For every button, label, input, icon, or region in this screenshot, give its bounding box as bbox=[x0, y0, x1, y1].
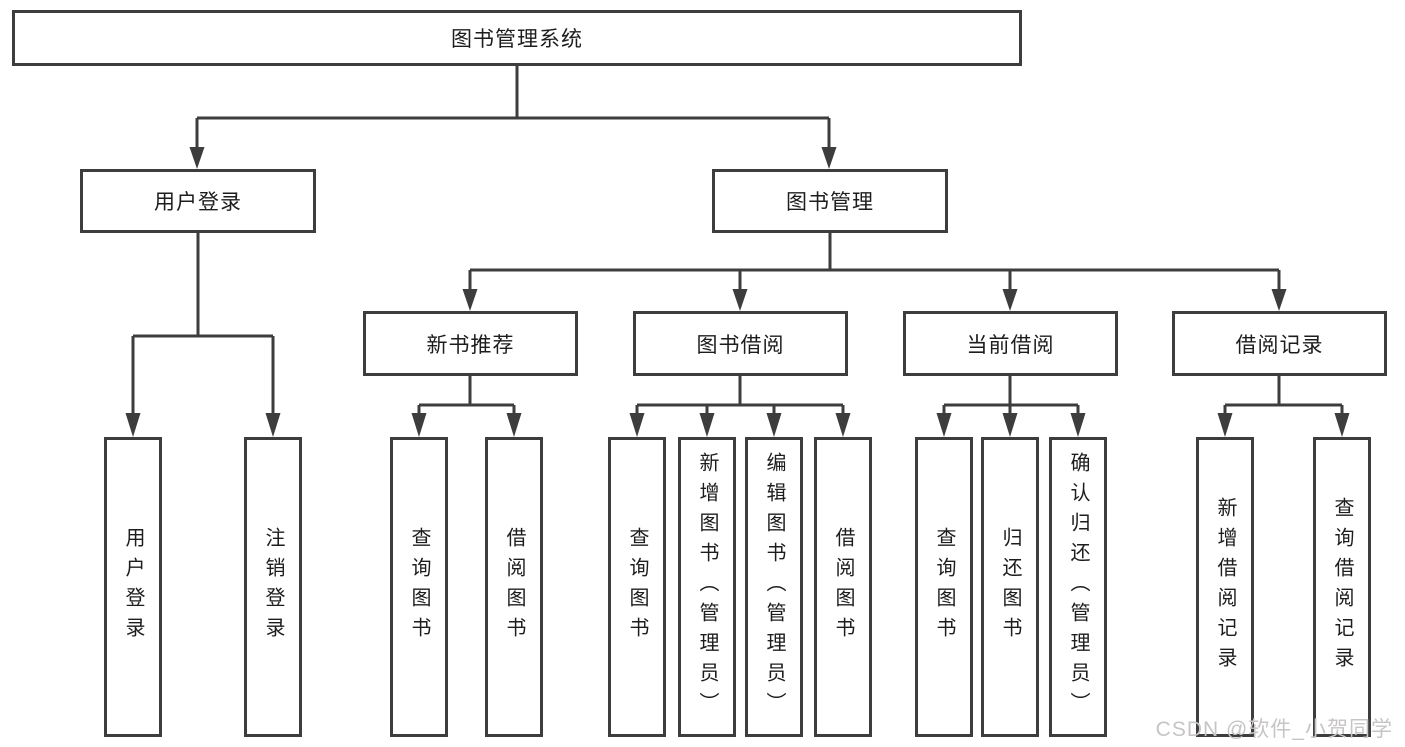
node-borrow-records: 借阅记录 bbox=[1172, 311, 1387, 376]
node-new-book-recommend: 新书推荐 bbox=[363, 311, 578, 376]
edge-userlogin-to-leaves bbox=[131, 233, 275, 415]
leaf-logout-label: 注销登录 bbox=[262, 527, 284, 647]
node-book-management-label: 图书管理 bbox=[786, 191, 874, 214]
leaf-user-login: 用户登录 bbox=[104, 437, 162, 737]
node-book-management: 图书管理 bbox=[712, 169, 948, 233]
leaf-return-books: 归还图书 bbox=[981, 437, 1039, 737]
node-current-borrow: 当前借阅 bbox=[903, 311, 1118, 376]
node-book-borrow-label: 图书借阅 bbox=[696, 333, 785, 357]
leaf-query-books-recommend-label: 查询图书 bbox=[408, 527, 430, 647]
node-root-label: 图书管理系统 bbox=[451, 28, 583, 51]
leaf-query-borrow-record-label: 查询借阅记录 bbox=[1331, 497, 1353, 677]
edge-root-to-level2 bbox=[195, 66, 831, 149]
leaf-query-borrow-record: 查询借阅记录 bbox=[1313, 437, 1371, 737]
node-borrow-records-label: 借阅记录 bbox=[1235, 333, 1324, 357]
leaf-confirm-return-admin-label: 确认归还（管理员） bbox=[1067, 452, 1089, 722]
node-user-login-label: 用户登录 bbox=[154, 191, 242, 214]
leaf-edit-books-admin: 编辑图书（管理员） bbox=[745, 437, 803, 737]
leaf-query-books-current-label: 查询图书 bbox=[933, 527, 955, 647]
node-root-system: 图书管理系统 bbox=[12, 10, 1022, 66]
arrowheads bbox=[125, 147, 1350, 437]
edge-records-to-leaves bbox=[1223, 376, 1344, 415]
leaf-add-books-admin: 新增图书（管理员） bbox=[678, 437, 736, 737]
leaf-borrow-books-recommend: 借阅图书 bbox=[485, 437, 543, 737]
edge-current-to-leaves bbox=[942, 376, 1080, 415]
leaf-add-books-admin-label: 新增图书（管理员） bbox=[696, 452, 718, 722]
leaf-borrow-books: 借阅图书 bbox=[814, 437, 872, 737]
edge-bookmgmt-to-level3 bbox=[468, 233, 1281, 291]
node-new-book-recommend-label: 新书推荐 bbox=[426, 333, 515, 357]
leaf-query-books-recommend: 查询图书 bbox=[390, 437, 448, 737]
node-current-borrow-label: 当前借阅 bbox=[966, 333, 1055, 357]
leaf-query-books-borrow: 查询图书 bbox=[608, 437, 666, 737]
leaf-add-borrow-record: 新增借阅记录 bbox=[1196, 437, 1254, 737]
csdn-watermark: CSDN @软件_小贺同学 bbox=[1155, 718, 1393, 741]
leaf-edit-books-admin-label: 编辑图书（管理员） bbox=[763, 452, 785, 722]
leaf-borrow-books-recommend-label: 借阅图书 bbox=[503, 527, 525, 647]
leaf-return-books-label: 归还图书 bbox=[999, 527, 1021, 647]
edge-borrow-to-leaves bbox=[635, 376, 845, 415]
leaf-confirm-return-admin: 确认归还（管理员） bbox=[1049, 437, 1107, 737]
leaf-query-books-current: 查询图书 bbox=[915, 437, 973, 737]
node-book-borrow: 图书借阅 bbox=[633, 311, 848, 376]
leaf-add-borrow-record-label: 新增借阅记录 bbox=[1214, 497, 1236, 677]
node-user-login: 用户登录 bbox=[80, 169, 316, 233]
edge-recommend-to-leaves bbox=[417, 376, 516, 415]
leaf-user-login-label: 用户登录 bbox=[122, 527, 144, 647]
leaf-borrow-books-label: 借阅图书 bbox=[832, 527, 854, 647]
leaf-logout: 注销登录 bbox=[244, 437, 302, 737]
leaf-query-books-borrow-label: 查询图书 bbox=[626, 527, 648, 647]
